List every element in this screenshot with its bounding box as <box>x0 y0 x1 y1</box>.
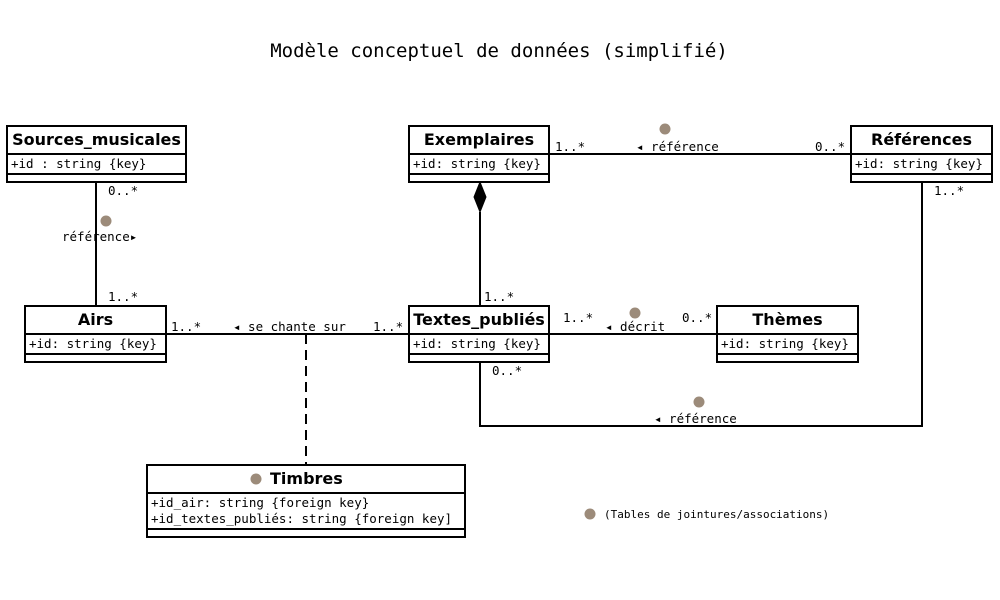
mult-textes-left-side: 1..* <box>373 319 403 334</box>
mult-themes-side: 0..* <box>682 310 712 325</box>
class-attribute: +id : string {key} <box>11 156 146 171</box>
assoc-label-exemplaires-references: ◂ référence <box>636 139 719 154</box>
class-name: Thèmes <box>752 310 822 329</box>
assoc-label-textes-themes: ◂ décrit <box>605 319 665 334</box>
class-name: Références <box>871 130 972 149</box>
class-themes: Thèmes +id: string {key} <box>716 305 859 363</box>
mult-airs-top-side: 1..* <box>108 289 138 304</box>
class-name: Exemplaires <box>424 130 534 149</box>
association-dot-icon <box>693 396 705 408</box>
assoc-label-textes-references: ◂ référence <box>654 411 737 426</box>
class-references: Références +id: string {key} <box>850 125 993 183</box>
class-name: Airs <box>78 310 113 329</box>
mult-textes-right-side: 1..* <box>563 310 593 325</box>
association-dot-icon <box>100 215 112 227</box>
composition-diamond-icon <box>473 180 487 214</box>
association-dot-icon <box>629 307 641 319</box>
class-exemplaires: Exemplaires +id: string {key} <box>408 125 550 183</box>
mult-exemplaires-side: 1..* <box>555 139 585 154</box>
assoc-label-sources-airs: référence▸ <box>62 229 137 244</box>
legend: (Tables de jointures/associations) <box>584 508 829 521</box>
class-attribute: +id_textes_publiés: string {foreign key] <box>151 511 452 526</box>
association-dot-icon <box>584 508 596 520</box>
mult-references-side: 0..* <box>815 139 845 154</box>
class-attribute: +id: string {key} <box>413 336 541 351</box>
mult-textes-top-side: 1..* <box>484 289 514 304</box>
class-name: Sources_musicales <box>12 130 181 149</box>
association-dot-icon <box>250 473 262 485</box>
class-airs: Airs +id: string {key} <box>24 305 167 363</box>
mult-references-bottom-side: 1..* <box>934 183 964 198</box>
class-attribute: +id: string {key} <box>721 336 849 351</box>
class-attribute: +id_air: string {foreign key} <box>151 495 369 510</box>
diagram-title: Modèle conceptuel de données (simplifié) <box>270 40 728 62</box>
class-attribute: +id: string {key} <box>855 156 983 171</box>
legend-text: (Tables de jointures/associations) <box>604 508 829 521</box>
mult-textes-bottom-side: 0..* <box>492 363 522 378</box>
class-attribute: +id: string {key} <box>413 156 541 171</box>
class-name: Timbres <box>270 469 343 488</box>
class-textes-publies: Textes_publiés +id: string {key} <box>408 305 550 363</box>
class-attribute: +id: string {key} <box>29 336 157 351</box>
mult-airs-side: 1..* <box>171 319 201 334</box>
mult-sources-side: 0..* <box>108 183 138 198</box>
assoc-label-airs-textes: ◂ se chante sur <box>233 319 346 334</box>
class-sources-musicales: Sources_musicales +id : string {key} <box>6 125 187 183</box>
assoc-line-textes-references <box>479 182 923 427</box>
class-name: Textes_publiés <box>413 310 545 329</box>
class-timbres: Timbres +id_air: string {foreign key} +i… <box>146 464 466 538</box>
association-dot-icon <box>659 123 671 135</box>
